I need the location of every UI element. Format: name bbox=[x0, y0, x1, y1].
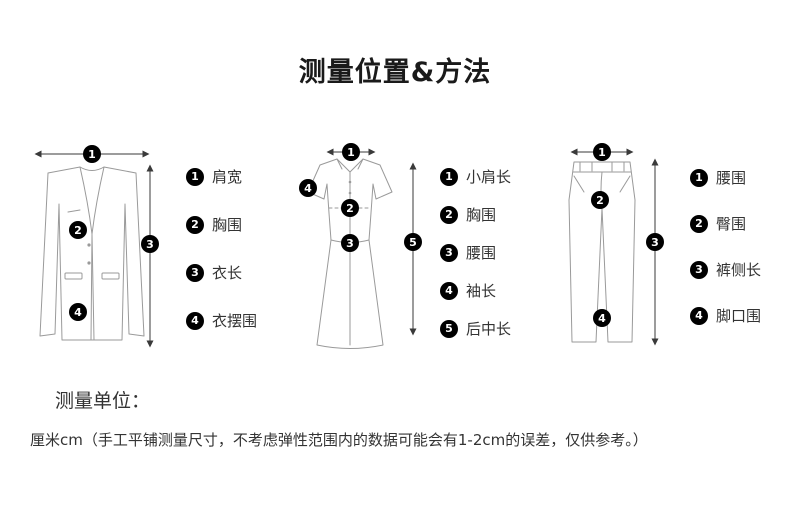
pants-marker-2: 2 bbox=[591, 191, 609, 209]
legend-item: 1 腰围 bbox=[690, 167, 761, 188]
jacket-marker-1: 1 bbox=[83, 145, 101, 163]
jacket-outline bbox=[39, 166, 145, 341]
pants-marker-3: 3 bbox=[646, 233, 664, 251]
dress-marker-1: 1 bbox=[342, 143, 360, 161]
dress-marker-3: 3 bbox=[341, 234, 359, 252]
legend-num-badge: 2 bbox=[440, 205, 458, 224]
legend-label: 臀围 bbox=[716, 215, 747, 233]
measurement-unit-note: 厘米cm（手工平铺测量尺寸，不考虑弹性范围内的数据可能会有1-2cm的误差，仅供… bbox=[30, 431, 648, 449]
pants-figure: 1 2 3 4 bbox=[558, 142, 668, 352]
legend-num-badge: 3 bbox=[690, 260, 708, 279]
legend-item: 3 腰围 bbox=[440, 242, 511, 263]
legend-label: 后中长 bbox=[466, 320, 512, 338]
legend-label: 小肩长 bbox=[466, 168, 512, 186]
legend-item: 4 衣摆围 bbox=[186, 310, 257, 331]
legend-item: 3 裤侧长 bbox=[690, 259, 761, 280]
legend-item: 4 脚口围 bbox=[690, 305, 761, 326]
legend-num-badge: 1 bbox=[440, 167, 458, 186]
legend-label: 裤侧长 bbox=[716, 261, 762, 279]
legend-label: 袖长 bbox=[466, 282, 497, 300]
pants-outline bbox=[568, 161, 636, 343]
dress-outline bbox=[307, 158, 393, 349]
legend-num-badge: 5 bbox=[440, 319, 458, 338]
legend-label: 衣摆围 bbox=[212, 312, 258, 330]
legend-num-badge: 4 bbox=[690, 306, 708, 325]
legend-num-badge: 1 bbox=[690, 168, 708, 187]
jacket-figure: 1 2 3 4 bbox=[28, 142, 168, 352]
legend-num-badge: 3 bbox=[440, 243, 458, 262]
jacket-marker-4: 4 bbox=[69, 303, 87, 321]
legend-num-badge: 2 bbox=[186, 215, 204, 234]
pants-marker-4: 4 bbox=[593, 309, 611, 327]
jacket-marker-2: 2 bbox=[69, 221, 87, 239]
legend-num-badge: 3 bbox=[186, 263, 204, 282]
dress-marker-2: 2 bbox=[341, 199, 359, 217]
legend-item: 2 臀围 bbox=[690, 213, 761, 234]
legend-item: 5 后中长 bbox=[440, 318, 511, 339]
pants-measure-arrows bbox=[570, 148, 659, 346]
legend-label: 胸围 bbox=[212, 216, 243, 234]
legend-num-badge: 1 bbox=[186, 167, 204, 186]
dress-figure: 1 2 3 4 5 bbox=[293, 142, 423, 354]
dress-marker-5: 5 bbox=[404, 233, 422, 251]
page-title: 测量位置&方法 bbox=[298, 57, 492, 88]
legend-label: 肩宽 bbox=[212, 168, 243, 186]
jacket-marker-3: 3 bbox=[141, 235, 159, 253]
legend-item: 1 肩宽 bbox=[186, 166, 257, 187]
legend-label: 腰围 bbox=[466, 244, 497, 262]
dress-illustration-icon bbox=[307, 148, 417, 349]
legend-num-badge: 4 bbox=[440, 281, 458, 300]
legend-num-badge: 2 bbox=[690, 214, 708, 233]
legend-label: 腰围 bbox=[716, 169, 747, 187]
jacket-legend: 1 肩宽 2 胸围 3 衣长 4 衣摆围 bbox=[186, 166, 257, 331]
pants-marker-1: 1 bbox=[593, 143, 611, 161]
legend-item: 3 衣长 bbox=[186, 262, 257, 283]
legend-num-badge: 4 bbox=[186, 311, 204, 330]
measurement-unit-label: 测量单位： bbox=[55, 390, 151, 412]
legend-label: 衣长 bbox=[212, 264, 243, 282]
legend-item: 1 小肩长 bbox=[440, 166, 511, 187]
legend-label: 脚口围 bbox=[716, 307, 762, 325]
legend-item: 2 胸围 bbox=[440, 204, 511, 225]
legend-label: 胸围 bbox=[466, 206, 497, 224]
dress-marker-4: 4 bbox=[299, 179, 317, 197]
legend-item: 2 胸围 bbox=[186, 214, 257, 235]
dress-legend: 1 小肩长 2 胸围 3 腰围 4 袖长 5 后中长 bbox=[440, 166, 511, 339]
pants-legend: 1 腰围 2 臀围 3 裤侧长 4 脚口围 bbox=[690, 167, 761, 326]
legend-item: 4 袖长 bbox=[440, 280, 511, 301]
